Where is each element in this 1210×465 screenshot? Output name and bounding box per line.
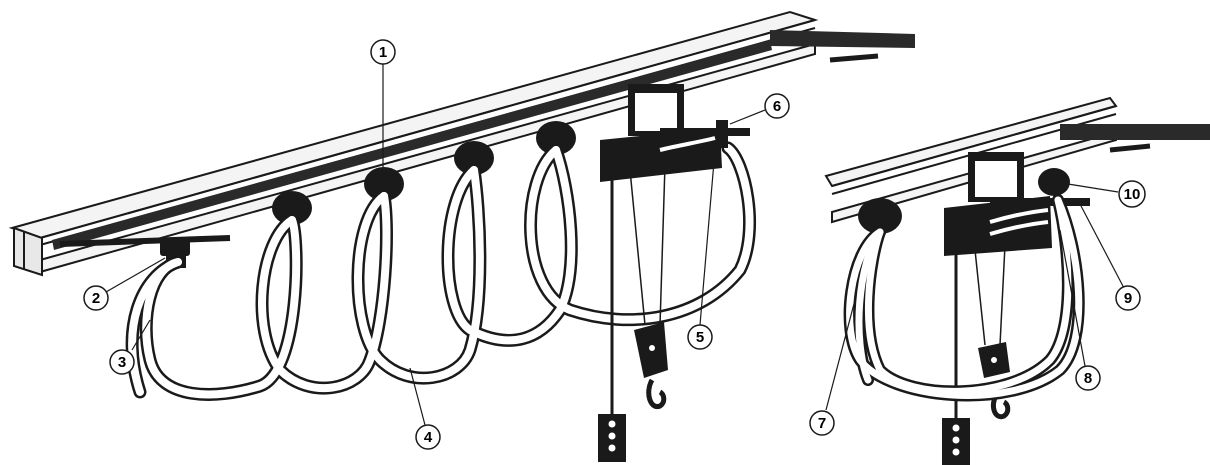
cable-trolley: [454, 141, 494, 175]
svg-text:3: 3: [118, 354, 126, 371]
collapsed-cable-highlight: [846, 196, 1083, 399]
left-c-rail: [52, 30, 915, 250]
left-i-beam: [8, 10, 819, 277]
callout-10: 10: [1118, 180, 1146, 208]
callout-1: 1: [370, 39, 396, 65]
callout-7: 7: [809, 410, 835, 436]
svg-text:10: 10: [1124, 186, 1141, 203]
svg-text:5: 5: [696, 329, 704, 346]
leader-lines: [105, 64, 1126, 426]
svg-text:6: 6: [773, 98, 781, 115]
svg-text:7: 7: [818, 415, 826, 432]
callout-2: 2: [83, 285, 109, 311]
callout-4: 4: [415, 424, 441, 450]
svg-text:2: 2: [92, 290, 100, 307]
left-assembly: [8, 10, 915, 462]
cable-trolley: [364, 167, 404, 201]
cable-trolleys: [272, 121, 576, 225]
callout-3: 3: [109, 349, 135, 375]
towing-trolley: [1038, 168, 1070, 196]
cable-trolley: [536, 121, 576, 155]
right-assembly: [824, 96, 1210, 465]
callout-9: 9: [1115, 285, 1141, 311]
svg-text:1: 1: [379, 44, 387, 61]
collector-trolley: [858, 152, 1090, 465]
callout-8: 8: [1075, 365, 1101, 391]
svg-text:9: 9: [1124, 290, 1132, 307]
svg-text:8: 8: [1084, 370, 1092, 387]
cable-trolley: [272, 191, 312, 225]
electric-hoist: [598, 84, 750, 462]
callout-6: 6: [764, 93, 790, 119]
right-c-rail: [1060, 124, 1210, 153]
svg-text:4: 4: [424, 429, 433, 446]
end-trolley: [858, 198, 902, 234]
callout-5: 5: [687, 324, 713, 350]
